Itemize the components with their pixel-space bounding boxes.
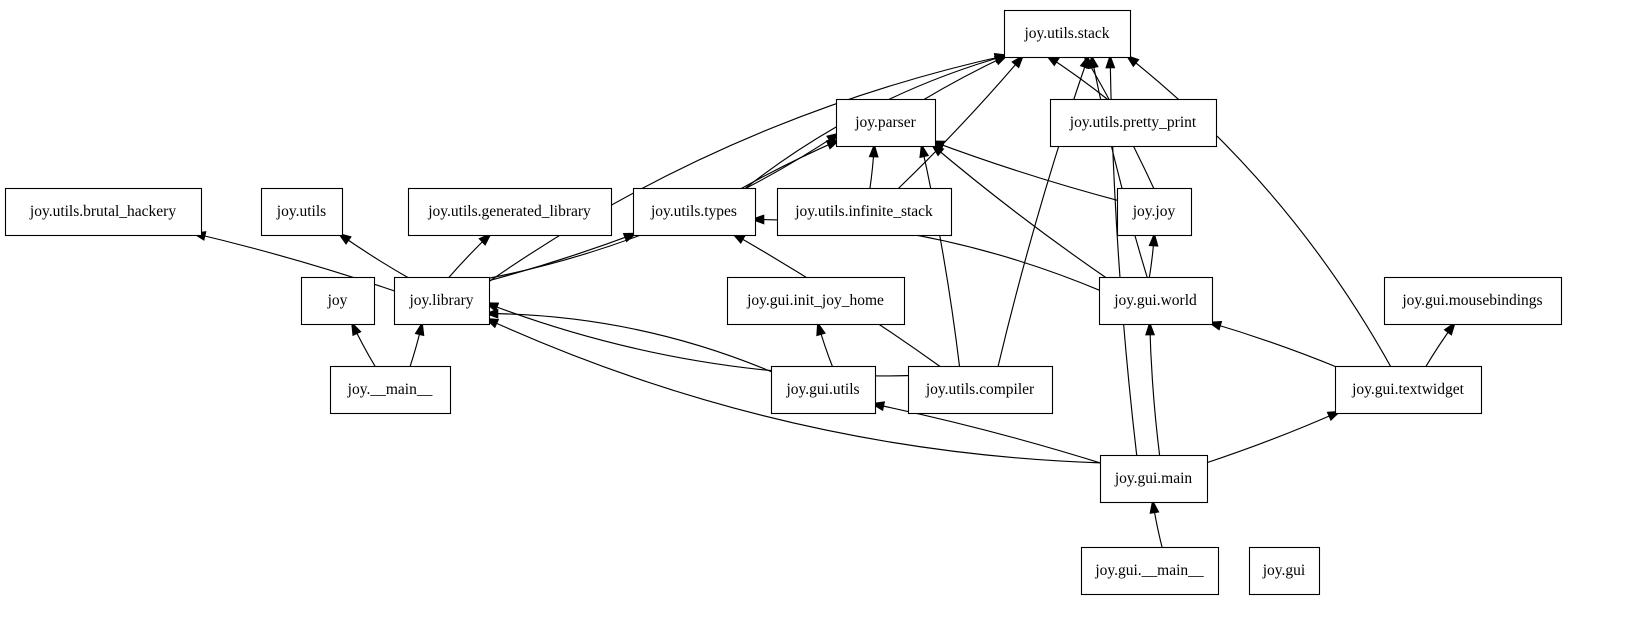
arrowhead-icon xyxy=(1145,321,1156,336)
arrowhead-icon xyxy=(1088,54,1099,69)
node-layer: joy.utils.stack joy.parser joy.utils.prett… xyxy=(4,9,1563,596)
node-joy.gui.main[interactable]: joy.gui.main xyxy=(1099,454,1209,504)
arrowhead-icon xyxy=(484,308,499,319)
node-label: joy.gui xyxy=(1262,562,1306,579)
node-label: joy.gui.init_joy_home xyxy=(746,292,884,309)
node-label: joy.utils.brutal_hackery xyxy=(29,203,176,220)
node-label: joy.utils xyxy=(276,203,326,220)
edge-joy.gui.world-to-joy.utils.stack xyxy=(1090,54,1149,280)
arrowhead-icon xyxy=(816,321,826,337)
edge-joy.gui.main-to-joy.gui.utils xyxy=(870,402,1105,465)
edge-joy.library-to-joy.utils.stack xyxy=(484,54,1009,285)
node-joy.utils.stack[interactable]: joy.utils.stack xyxy=(1003,9,1132,59)
node-label: joy.gui.mousebindings xyxy=(1401,292,1542,309)
node-label: joy.gui.__main__ xyxy=(1094,562,1204,579)
edge-joy.gui.world-to-joy.parser xyxy=(930,143,1109,280)
node-joy.gui.__main__[interactable]: joy.gui.__main__ xyxy=(1080,546,1220,596)
node-joy.gui.mousebindings[interactable]: joy.gui.mousebindings xyxy=(1383,276,1563,326)
node-label: joy xyxy=(327,292,348,309)
node-joy.gui.init_joy_home[interactable]: joy.gui.init_joy_home xyxy=(726,276,906,326)
arrowhead-icon xyxy=(1148,232,1159,247)
node-box xyxy=(260,187,344,237)
edge-joy.parser-to-joy.utils.stack xyxy=(921,54,1009,102)
node-joy.utils.generated_library[interactable]: joy.utils.generated_library xyxy=(407,187,613,237)
node-joy[interactable]: joy xyxy=(300,276,376,326)
arrowhead-icon xyxy=(351,321,362,337)
edge-joy.gui.textwidget-to-joy.gui.world xyxy=(1207,321,1340,369)
edge-joy.joy-to-joy.parser xyxy=(930,140,1122,202)
arrowhead-icon xyxy=(868,143,879,158)
node-label: joy.parser xyxy=(854,114,916,131)
node-box xyxy=(726,276,906,326)
edge-joy.library-to-joy.utils.types xyxy=(484,232,638,283)
node-label: joy.joy xyxy=(1132,203,1176,220)
node-box xyxy=(393,276,491,326)
arrowhead-icon xyxy=(1079,54,1090,70)
node-box xyxy=(407,187,613,237)
edge-joy.gui.main-to-joy.gui.world xyxy=(1149,321,1161,458)
node-box xyxy=(4,187,203,237)
node-joy.gui.utils[interactable]: joy.gui.utils xyxy=(770,365,877,415)
arrowhead-icon xyxy=(414,321,425,337)
node-box xyxy=(776,187,953,237)
node-joy.utils.pretty_print[interactable]: joy.utils.pretty_print xyxy=(1049,98,1218,148)
node-label: joy.gui.world xyxy=(1113,292,1197,309)
arrowhead-icon xyxy=(750,214,765,225)
node-box xyxy=(1098,276,1214,326)
arrowhead-icon xyxy=(1105,54,1116,69)
edge-joy.gui.main-to-joy.library xyxy=(484,317,1105,464)
node-joy.gui.textwidget[interactable]: joy.gui.textwidget xyxy=(1334,365,1483,415)
node-box xyxy=(1116,187,1193,237)
node-box xyxy=(1248,546,1321,596)
arrowhead-icon xyxy=(1149,499,1160,514)
node-label: joy.gui.utils xyxy=(785,381,859,398)
node-label: joy.utils.generated_library xyxy=(427,203,591,220)
node-box xyxy=(300,276,376,326)
node-joy.gui.world[interactable]: joy.gui.world xyxy=(1098,276,1214,326)
node-label: joy.utils.infinite_stack xyxy=(794,203,933,220)
edge-joy.gui.main-to-joy.gui.textwidget xyxy=(1202,410,1342,465)
arrowhead-icon xyxy=(1011,54,1025,69)
edge-joy.utils.infinite_stack-to-joy.utils.stack xyxy=(896,54,1025,191)
node-label: joy.utils.compiler xyxy=(925,381,1035,398)
node-label: joy.library xyxy=(409,292,474,309)
node-joy.gui[interactable]: joy.gui xyxy=(1248,546,1321,596)
edge-joy.utils.compiler-to-joy.utils.stack xyxy=(997,54,1090,369)
node-label: joy.__main__ xyxy=(347,381,433,398)
node-label: joy.gui.textwidget xyxy=(1351,381,1464,398)
node-box xyxy=(1383,276,1563,326)
node-box xyxy=(1080,546,1220,596)
edge-joy.gui.utils-to-joy.library xyxy=(484,312,776,374)
arrowhead-icon xyxy=(1443,321,1457,336)
node-joy.parser[interactable]: joy.parser xyxy=(835,98,937,148)
node-box xyxy=(1099,454,1209,504)
node-joy.utils.compiler[interactable]: joy.utils.compiler xyxy=(907,365,1054,415)
node-box xyxy=(329,365,452,415)
node-joy.utils.brutal_hackery[interactable]: joy.utils.brutal_hackery xyxy=(4,187,203,237)
node-box xyxy=(632,187,757,237)
node-box xyxy=(1003,9,1132,59)
node-box xyxy=(1049,98,1218,148)
node-joy.joy[interactable]: joy.joy xyxy=(1116,187,1193,237)
node-box xyxy=(770,365,877,415)
node-joy.__main__[interactable]: joy.__main__ xyxy=(329,365,452,415)
node-label: joy.utils.pretty_print xyxy=(1069,114,1197,131)
node-joy.utils.infinite_stack[interactable]: joy.utils.infinite_stack xyxy=(776,187,953,237)
edge-layer xyxy=(191,52,1457,550)
edge-joy.gui.textwidget-to-joy.utils.stack xyxy=(1125,54,1393,369)
node-box xyxy=(907,365,1054,415)
node-box xyxy=(835,98,937,148)
node-label: joy.utils.types xyxy=(650,203,737,220)
node-joy.utils.types[interactable]: joy.utils.types xyxy=(632,187,757,237)
node-label: joy.gui.main xyxy=(1114,470,1193,487)
node-joy.utils[interactable]: joy.utils xyxy=(260,187,344,237)
node-box xyxy=(1334,365,1483,415)
edge-joy.utils.compiler-to-joy.parser xyxy=(920,143,961,369)
node-joy.library[interactable]: joy.library xyxy=(393,276,491,326)
node-label: joy.utils.stack xyxy=(1023,25,1109,42)
arrowhead-icon xyxy=(919,143,930,159)
